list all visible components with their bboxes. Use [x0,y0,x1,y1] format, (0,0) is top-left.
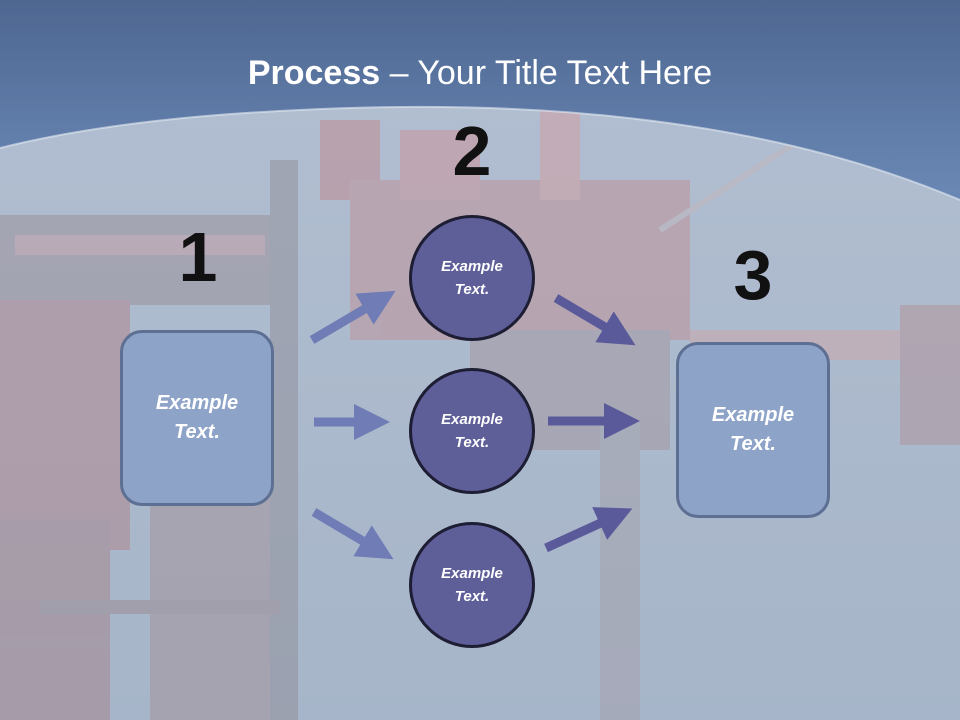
step-2-circle-top: Example Text. [409,215,535,341]
circle-middle-label: Example Text. [441,411,503,451]
step-3-label: Example Text. [711,404,795,455]
title-band [0,0,960,200]
arrow-box1-to-circle-bottom [311,508,394,560]
slide-title: Process – Your Title Text Here [0,54,960,93]
arrow-circle-top-to-box3 [553,294,636,346]
title-rest: – Your Title Text Here [380,54,713,92]
title-bold: Process [247,54,381,92]
arrow-box1-to-circle-top [309,290,396,344]
arrow-circle-bottom-to-box3 [544,507,633,553]
step-2-circle-middle: Example Text. [409,368,535,494]
step-2-circle-bottom: Example Text. [409,522,535,648]
circle-bottom-label: Example Text. [441,565,503,605]
step-1-label: Example Text. [155,392,239,443]
step-number-2: 2 [452,112,492,190]
circle-top-label: Example Text. [441,258,503,298]
step-number-3: 3 [733,236,773,314]
step-3-box: Example Text. [676,342,830,518]
step-1-box: Example Text. [120,330,274,506]
step-number-1: 1 [178,218,218,296]
